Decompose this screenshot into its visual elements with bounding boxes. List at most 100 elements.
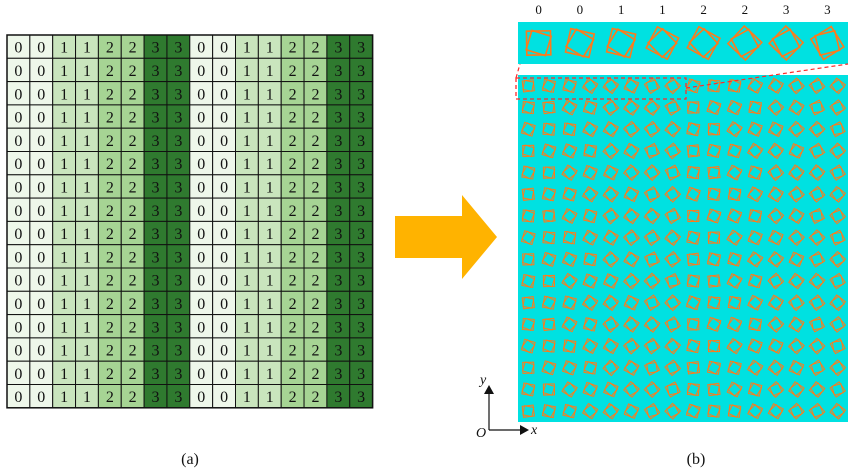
metasurface-element [602,77,620,95]
grid-cell-code: 3 [174,156,182,173]
grid-cell-code: 3 [357,63,365,80]
metasurface-element [707,382,721,397]
metasurface-element [581,186,599,203]
grid-cell-code: 0 [220,343,228,360]
metasurface-element [541,187,556,202]
metasurface-element [643,272,661,290]
grid-cell-code: 3 [357,343,365,360]
metasurface-element [788,359,805,376]
metasurface-element [643,142,661,160]
grid-cell-code: 1 [266,226,274,243]
metasurface-element [767,380,785,398]
strip-label: 2 [742,2,749,17]
metasurface-element [581,294,599,311]
metasurface-element [643,185,661,203]
metasurface-element [582,164,598,181]
metasurface-element [664,359,682,377]
metasurface-element [623,99,640,116]
metasurface-element [643,294,661,312]
grid-cell-code: 0 [197,156,205,173]
metasurface-element [542,383,556,396]
metasurface-element [809,25,846,61]
metasurface-element [542,122,556,136]
metasurface-element [706,252,721,267]
grid-cell-code: 3 [152,296,160,313]
metasurface-element [664,402,682,420]
grid-cell-code: 0 [220,133,228,150]
metasurface-element [541,143,557,159]
metasurface-element [706,100,722,116]
metasurface-element [520,338,536,354]
metasurface-element [582,273,598,289]
grid-cell-code: 1 [266,296,274,313]
grid-cell-code: 0 [14,86,22,103]
grid-cell-code: 1 [60,343,68,360]
grid-cell-code: 1 [243,273,251,290]
metasurface-element [542,166,556,179]
grid-cell-code: 3 [152,86,160,103]
grid-cell-code: 1 [83,226,91,243]
grid-cell-code: 3 [174,179,182,196]
metasurface-element [664,142,682,160]
metasurface-element [582,338,599,355]
metasurface-element [767,294,784,311]
grid-cell-code: 2 [289,179,297,196]
metasurface-element [602,121,619,138]
metasurface-element [726,99,743,116]
metasurface-element [602,381,619,398]
grid-cell-code: 1 [83,273,91,290]
metasurface-element [727,252,742,267]
grid-cell-code: 1 [266,110,274,127]
grid-cell-code: 2 [129,86,137,103]
grid-cell-code: 1 [60,133,68,150]
metasurface-element [686,144,700,158]
metasurface-element [787,229,805,247]
metasurface-element [747,186,764,203]
metasurface-element [664,272,681,290]
grid-cell-code: 1 [83,156,91,173]
grid-cell-code: 1 [83,133,91,150]
zoom-line [685,63,849,89]
metasurface-element [726,164,743,181]
metasurface-element [623,294,640,311]
metasurface-element [767,229,784,246]
grid-cell-code: 2 [129,133,137,150]
metasurface-element [808,120,826,138]
grid-cell-code: 0 [197,86,205,103]
metasurface-element [643,380,661,398]
metasurface-element [707,404,721,418]
metasurface-element [664,99,682,116]
metasurface-element [788,99,805,116]
metasurface-element [829,402,847,420]
metasurface-element [521,273,536,289]
grid-cell-code: 3 [174,296,182,313]
metasurface-element [767,164,785,182]
grid-cell-code: 1 [243,133,251,150]
metasurface-element [643,164,661,182]
grid-cell-code: 1 [60,203,68,220]
grid-cell-code: 2 [129,249,137,266]
metasurface-element [562,230,577,245]
metasurface-element [623,207,640,225]
grid-cell-code: 1 [266,389,274,406]
metasurface-element [541,295,556,310]
grid-cell-code: 0 [220,226,228,243]
metasurface-element [643,251,661,268]
grid-cell-code: 3 [152,63,160,80]
metasurface-element [808,381,826,398]
metasurface-element [829,337,846,355]
grid-cell-code: 1 [60,86,68,103]
grid-cell-code: 1 [83,203,91,220]
grid-cell-code: 0 [37,110,45,127]
metasurface-element [664,120,682,138]
metasurface-element [521,100,536,115]
grid-cell-code: 3 [357,40,365,57]
grid-cell-code: 2 [129,366,137,383]
metasurface-element [686,209,700,223]
grid-cell-code: 1 [243,389,251,406]
grid-cell-code: 1 [243,249,251,266]
metasurface-element [582,381,598,398]
grid-cell-code: 2 [311,273,319,290]
grid-cell-code: 0 [14,156,22,173]
